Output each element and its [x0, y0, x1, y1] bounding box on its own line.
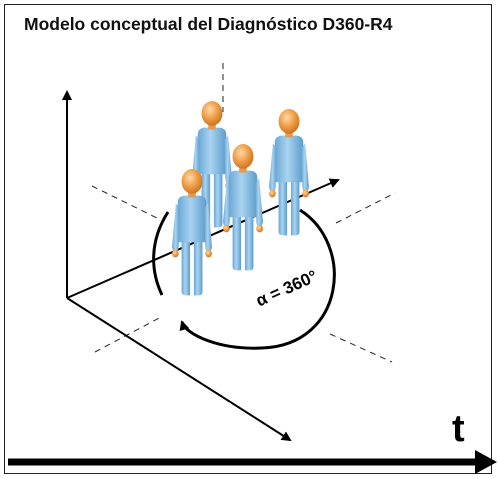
dashed-guides — [91, 63, 396, 363]
diagonal-axis-down — [66, 297, 292, 442]
diagram-title: Modelo conceptual del Diagnóstico D360-R… — [24, 14, 393, 34]
people-group — [172, 101, 309, 296]
time-axis-label: t — [452, 408, 465, 450]
person-back-right-icon — [269, 109, 309, 236]
rotation-arc-left — [152, 211, 170, 296]
time-axis-arrowhead — [475, 450, 497, 474]
rotation-arc — [179, 208, 336, 350]
